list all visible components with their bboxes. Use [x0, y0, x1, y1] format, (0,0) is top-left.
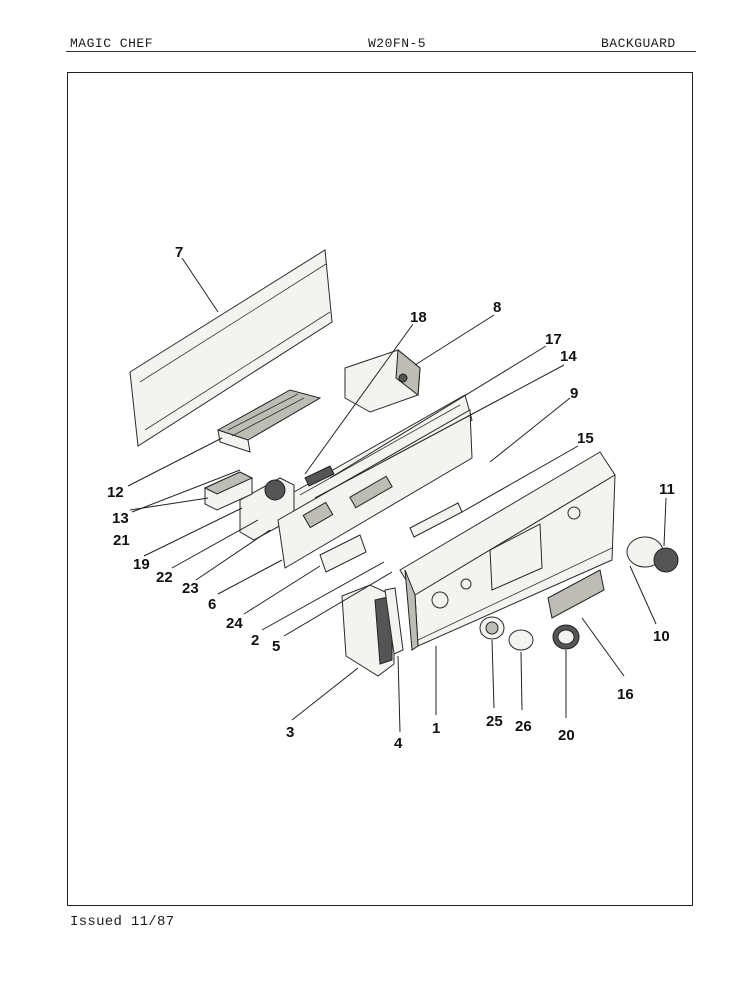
callout-3: 3 — [286, 724, 294, 741]
callout-11: 11 — [659, 481, 675, 498]
header-rule — [66, 51, 696, 52]
callout-15: 15 — [577, 430, 594, 447]
part-1-backguard-panel — [399, 451, 616, 651]
callout-10: 10 — [653, 628, 670, 645]
callout-14: 14 — [560, 348, 577, 365]
callout-numbers: 7 18 8 17 14 9 15 11 12 13 21 19 22 23 6… — [107, 244, 675, 752]
callout-7: 7 — [175, 244, 183, 261]
callout-12: 12 — [107, 484, 124, 501]
callout-16: 16 — [617, 686, 634, 703]
callout-19: 19 — [133, 556, 150, 573]
issued-date: Issued 11/87 — [70, 914, 175, 930]
callout-13: 13 — [112, 510, 129, 527]
part-10-11-knob — [626, 536, 679, 573]
callout-4: 4 — [394, 735, 403, 752]
callout-26: 26 — [515, 718, 532, 735]
diagram-frame — [67, 72, 693, 906]
callout-6: 6 — [208, 596, 216, 613]
part-24-lens — [319, 534, 367, 573]
part-12-terminal-block — [216, 389, 322, 453]
part-8-timer-housing — [344, 349, 421, 413]
leader-lines — [127, 257, 667, 733]
callout-1: 1 — [432, 720, 440, 737]
callout-2: 2 — [251, 632, 259, 649]
callout-24: 24 — [226, 615, 243, 632]
part-21-switch-block — [203, 471, 254, 511]
part-26-knob — [508, 629, 534, 651]
part-6-inner-panel — [277, 409, 473, 569]
callout-23: 23 — [182, 580, 199, 597]
callout-8: 8 — [493, 299, 501, 316]
part-4-trim-strip — [384, 587, 404, 655]
callout-5: 5 — [272, 638, 280, 655]
callout-18: 18 — [410, 309, 427, 326]
callout-17: 17 — [545, 331, 562, 348]
callout-20: 20 — [558, 727, 575, 744]
callout-9: 9 — [570, 385, 578, 402]
section-title: BACKGUARD — [601, 36, 676, 51]
part-18-spring — [304, 465, 335, 487]
callout-25: 25 — [486, 713, 503, 730]
part-7-rear-cover — [129, 249, 333, 447]
callout-21: 21 — [113, 532, 130, 549]
brand-label: MAGIC CHEF — [70, 36, 154, 51]
part-20-knob — [552, 624, 580, 650]
callout-22: 22 — [156, 569, 173, 586]
part-16-insert — [547, 569, 605, 619]
part-25-bezel — [479, 616, 505, 640]
model-number: W20FN-5 — [368, 36, 427, 51]
